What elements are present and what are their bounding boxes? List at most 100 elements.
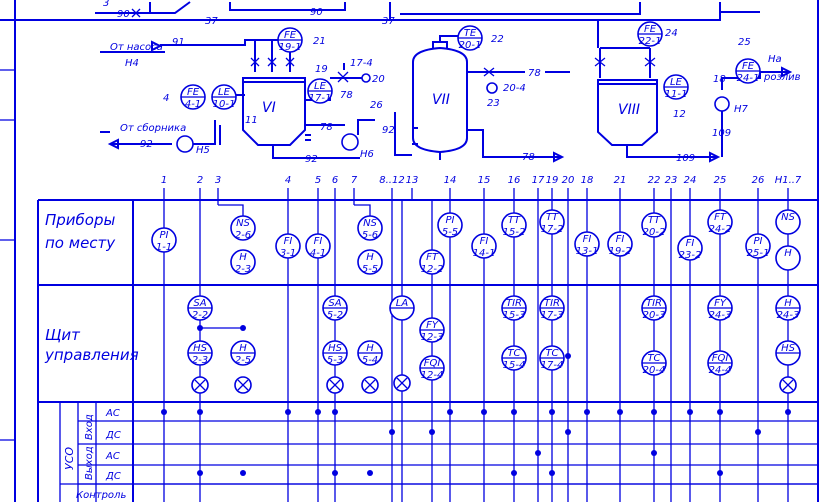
connection-dot <box>161 409 167 415</box>
local-inst-11-num: 17-2 <box>541 224 564 235</box>
connection-dot <box>549 470 555 476</box>
pump-h5-icon <box>176 135 194 153</box>
pump-h6-label: Н6 <box>360 149 374 160</box>
valve-17-4: 17-4 20 78 <box>330 58 385 101</box>
local-inst-5-num: 5-6 <box>362 230 378 241</box>
field-inst-fe-19-1-tag: FE <box>284 30 297 41</box>
panel-inst-5-num: 5-4 <box>362 355 378 366</box>
row-panel-line2: управления <box>44 346 139 364</box>
row-labels: Приборы по месту Щит управления АС ДС АС… <box>44 211 139 501</box>
lamp-icon <box>234 376 252 394</box>
column-number: 24 <box>684 175 697 186</box>
field-inst-fe-19-1-num: 19-1 <box>279 42 302 53</box>
connection-dot <box>481 409 487 415</box>
vessel-vii-label: VII <box>432 92 450 108</box>
panel-inst-4-num: 5-3 <box>327 355 343 366</box>
row-panel-line1: Щит <box>45 326 81 344</box>
connection-dot <box>197 470 203 476</box>
local-inst-17-num: 25-1 <box>747 248 770 259</box>
connection-dot <box>511 409 517 415</box>
column-number: 19 <box>546 175 559 186</box>
local-inst-4-num: 4-1 <box>310 248 326 259</box>
local-inst-6-tag: H <box>366 252 374 263</box>
column-number: 18 <box>581 175 594 186</box>
pour-label: На <box>768 54 782 65</box>
panel-inst-2-tag: H <box>239 343 247 354</box>
panel-inst-8-tag: FQI <box>424 358 441 369</box>
panel-inst-15-tag: FY <box>714 298 727 309</box>
field-inst-fe-22-1-tag: FE <box>644 24 657 35</box>
row-uso: УСО <box>63 447 76 470</box>
panel-inst-6: LA <box>389 295 415 321</box>
field-inst-fe-22-1-num: 22-1 <box>639 36 662 47</box>
panel-inst-12-tag: TC <box>545 348 558 359</box>
connection-dot <box>332 409 338 415</box>
panel-inst-2-num: 2-5 <box>235 355 251 366</box>
line-92: 92 <box>140 139 153 150</box>
field-inst-te-20-1-num: 20-1 <box>459 40 482 51</box>
connection-dot <box>687 409 693 415</box>
column-number: 14 <box>444 175 457 186</box>
label-23: 23 <box>487 98 500 109</box>
column-number: 17 <box>532 175 545 186</box>
row-input: Вход <box>84 414 95 440</box>
panel-inst-10-num: 15-4 <box>503 360 526 371</box>
connection-dot <box>389 429 395 435</box>
column-number: 6 <box>332 175 338 186</box>
line-label-90: 90 <box>117 9 130 20</box>
local-inst-14-tag: TT <box>648 215 661 226</box>
field-inst-fe-4-1-tag: FE <box>187 87 200 98</box>
connection-dot <box>717 470 723 476</box>
field-inst-le-11-1-num: 11-1 <box>665 89 688 100</box>
panel-inst-10-tag: TC <box>507 348 520 359</box>
panel-inst-2: H2-5 <box>230 340 256 366</box>
panel-inst-3-tag: SA <box>328 298 341 309</box>
row-dc-out: ДС <box>105 471 121 482</box>
panel-inst-9-tag: TIR <box>506 298 522 309</box>
connection-dot <box>651 450 657 456</box>
local-inst-9-num: 14-1 <box>473 248 496 259</box>
panel-inst-11-num: 17-3 <box>541 310 564 321</box>
label-25: 25 <box>738 37 751 48</box>
local-inst-15-num: 23-2 <box>679 250 702 261</box>
line-26: 26 <box>370 100 383 111</box>
line-78b: 78 <box>340 90 353 101</box>
local-inst-0: PI1-1 <box>151 227 177 253</box>
local-inst-16-num: 24-2 <box>709 224 732 235</box>
local-inst-0-num: 1-1 <box>156 242 172 253</box>
panel-inst-0: SA2-2 <box>187 295 213 321</box>
pump-id: Н4 <box>125 58 139 69</box>
column-number: 4 <box>285 175 291 186</box>
connection-dot <box>565 429 571 435</box>
field-instruments: FE4-1LE10-1FE19-1LE17-1TE20-1FE22-1LE11-… <box>180 21 761 110</box>
row-field-line2: по месту <box>45 234 116 252</box>
panel-inst-8-num: 12-4 <box>421 370 444 381</box>
panel-inst-4-tag: HS <box>328 343 343 354</box>
lamp-icon <box>326 376 344 394</box>
label-22: 22 <box>491 34 504 45</box>
panel-inst-16-tag: FQI <box>712 353 729 364</box>
panel-inst-13-tag: TIR <box>646 298 662 309</box>
local-inst-3: FI3-1 <box>275 233 301 259</box>
label-20-4: 20-4 <box>503 83 526 94</box>
connection-dot <box>785 409 791 415</box>
collector-source: От сборника 92 Н5 <box>100 120 216 156</box>
local-inst-9-tag: FI <box>480 236 489 247</box>
column-number: 23 <box>665 175 678 186</box>
line-label-37: 37 <box>205 16 218 27</box>
local-inst-1-tag: NS <box>236 218 250 229</box>
column-number: 3 <box>215 175 221 186</box>
panel-inst-14-tag: TC <box>647 353 660 364</box>
column-number: 21 <box>614 175 627 186</box>
connection-dot <box>285 409 291 415</box>
local-inst-3-num: 3-1 <box>280 248 296 259</box>
local-inst-14-num: 20-2 <box>643 227 666 238</box>
